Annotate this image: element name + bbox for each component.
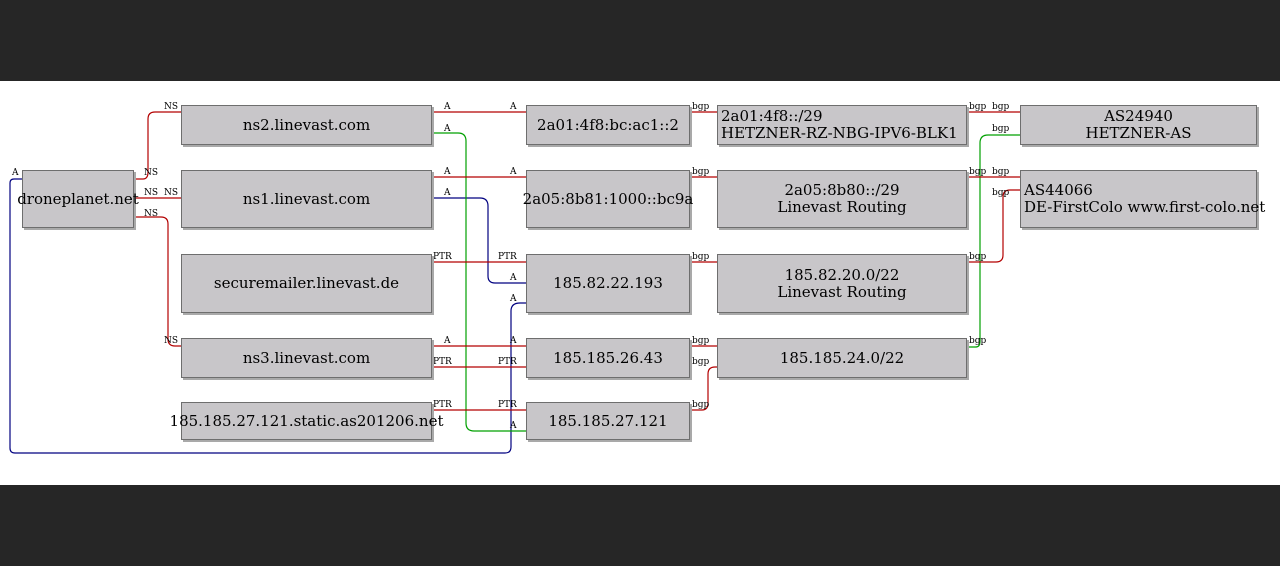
node-label-prefix: 185.82.20.0/22 xyxy=(784,265,900,284)
prefix-node-2a05-8b80-29[interactable]: 2a05:8b80::/29 Linevast Routing xyxy=(717,170,967,228)
ip-node-2a01-4f8-bc-ac1-2[interactable]: 2a01:4f8:bc:ac1::2 xyxy=(526,105,690,145)
node-label: 2a05:8b81:1000::bc9a xyxy=(522,189,694,208)
edge-label-ns: NS xyxy=(164,188,178,198)
edge-label-a: A xyxy=(509,167,517,177)
edge-label-ptr: PTR xyxy=(498,357,517,367)
node-label-netname: Linevast Routing xyxy=(777,282,907,301)
as-node-as44066[interactable]: AS44066 DE-FirstColo www.first-colo.net xyxy=(1020,170,1265,228)
node-label: 185.185.26.43 xyxy=(553,348,663,367)
edge-label-a: A xyxy=(443,102,451,112)
edge-label-ns: NS xyxy=(144,209,158,219)
edge-label-ptr: PTR xyxy=(498,400,517,410)
edge-label-bgp: bgp xyxy=(692,400,710,410)
edge-label-bgp: bgp xyxy=(992,167,1010,177)
nameserver-node-ns3[interactable]: ns3.linevast.com xyxy=(181,338,432,378)
edge-label-a: A xyxy=(509,102,517,112)
edge-label-bgp: bgp xyxy=(692,357,710,367)
edge-label-bgp: bgp xyxy=(992,102,1010,112)
prefix-node-185-185-24-0-22[interactable]: 185.185.24.0/22 xyxy=(717,338,967,378)
node-label: droneplanet.net xyxy=(17,189,139,208)
domain-node-droneplanet[interactable]: droneplanet.net xyxy=(17,170,139,228)
edge-label-a: A xyxy=(509,273,517,283)
edge-label-bgp: bgp xyxy=(992,124,1010,134)
as-node-as24940[interactable]: AS24940 HETZNER-AS xyxy=(1020,105,1257,145)
prefix-node-185-82-20-0-22[interactable]: 185.82.20.0/22 Linevast Routing xyxy=(717,254,967,313)
edge-label-ptr: PTR xyxy=(433,357,452,367)
edge-a-ns2-to-185-185-27-121 xyxy=(432,132,526,432)
edge-label-ptr: PTR xyxy=(433,400,452,410)
host-node-static[interactable]: 185.185.27.121.static.as201206.net xyxy=(170,402,443,440)
edge-a-droneplanet-to-185-82-22-193 xyxy=(9,178,526,454)
ip-node-185-185-27-121[interactable]: 185.185.27.121 xyxy=(526,402,690,440)
node-label: 2a01:4f8:bc:ac1::2 xyxy=(537,115,679,134)
ip-node-2a05-8b81-1000-bc9a[interactable]: 2a05:8b81:1000::bc9a xyxy=(523,170,693,228)
node-label: 185.185.27.121.static.as201206.net xyxy=(169,411,444,430)
edge-label-ns: NS xyxy=(164,336,178,346)
prefix-node-2a01-4f8-29[interactable]: 2a01:4f8::/29 HETZNER-RZ-NBG-IPV6-BLK1 xyxy=(717,105,967,145)
edge-label-bgp: bgp xyxy=(692,252,710,262)
ip-node-185-185-26-43[interactable]: 185.185.26.43 xyxy=(526,338,690,378)
edge-bgp-linevast4-to-as44066 xyxy=(967,189,1020,263)
edge-label-a: A xyxy=(509,336,517,346)
edge-label-a: A xyxy=(11,168,19,178)
node-label: 185.185.27.121 xyxy=(548,411,668,430)
edge-label-bgp: bgp xyxy=(969,252,987,262)
edge-bgp-185-185-24-0-to-as24940 xyxy=(967,134,1020,348)
edge-label-a: A xyxy=(509,421,517,431)
dns-graph-canvas: NS NS NS NS NS NS A A A A A A A PTR PTR … xyxy=(0,81,1280,485)
edge-label-a: A xyxy=(443,167,451,177)
node-label-prefix: 185.185.24.0/22 xyxy=(779,348,905,367)
node-label-asn: AS44066 xyxy=(1024,181,1093,199)
edge-label-bgp: bgp xyxy=(969,102,987,112)
node-label: ns3.linevast.com xyxy=(242,348,371,367)
node-label-netname: Linevast Routing xyxy=(777,198,907,216)
node-label: 185.82.22.193 xyxy=(553,274,663,292)
nameserver-node-ns2[interactable]: ns2.linevast.com xyxy=(181,105,432,145)
node-label-netname: HETZNER-RZ-NBG-IPV6-BLK1 xyxy=(721,124,958,142)
edge-label-bgp: bgp xyxy=(969,336,987,346)
host-node-securemailer[interactable]: securemailer.linevast.de xyxy=(181,254,432,313)
edge-label-ns: NS xyxy=(144,188,158,198)
edge-label-bgp: bgp xyxy=(692,102,710,112)
ip-node-185-82-22-193[interactable]: 185.82.22.193 xyxy=(526,254,690,313)
edge-label-ptr: PTR xyxy=(498,252,517,262)
edge-label-bgp: bgp xyxy=(992,188,1010,198)
edge-label-ns: NS xyxy=(144,168,158,178)
edge-bgp-185-185-27-121-to-prefix xyxy=(690,366,717,411)
edge-layer: NS NS NS NS NS NS A A A A A A A PTR PTR … xyxy=(9,102,1020,454)
edge-label-a: A xyxy=(443,336,451,346)
edge-label-ns: NS xyxy=(164,102,178,112)
edge-label-a: A xyxy=(443,124,451,134)
edge-ns-droneplanet-to-ns3 xyxy=(134,216,181,347)
edge-a-ns1-to-185-82-22-193 xyxy=(432,197,526,284)
edge-ns-droneplanet-to-ns2 xyxy=(134,111,181,180)
node-label-asname: HETZNER-AS xyxy=(1085,124,1192,142)
edge-label-ptr: PTR xyxy=(433,252,452,262)
node-label-prefix: 2a01:4f8::/29 xyxy=(721,107,823,125)
node-label: securemailer.linevast.de xyxy=(213,274,400,292)
node-label-asname: DE-FirstColo www.first-colo.net xyxy=(1024,198,1266,216)
node-label-prefix: 2a05:8b80::/29 xyxy=(784,181,900,199)
edge-label-bgp: bgp xyxy=(969,167,987,177)
edge-label-a: A xyxy=(509,294,517,304)
edge-label-a: A xyxy=(443,188,451,198)
node-label-asn: AS24940 xyxy=(1104,107,1173,125)
edge-label-bgp: bgp xyxy=(692,336,710,346)
nameserver-node-ns1[interactable]: ns1.linevast.com xyxy=(181,170,432,228)
edge-label-bgp: bgp xyxy=(692,167,710,177)
node-label: ns1.linevast.com xyxy=(242,189,371,208)
node-label: ns2.linevast.com xyxy=(242,115,371,134)
